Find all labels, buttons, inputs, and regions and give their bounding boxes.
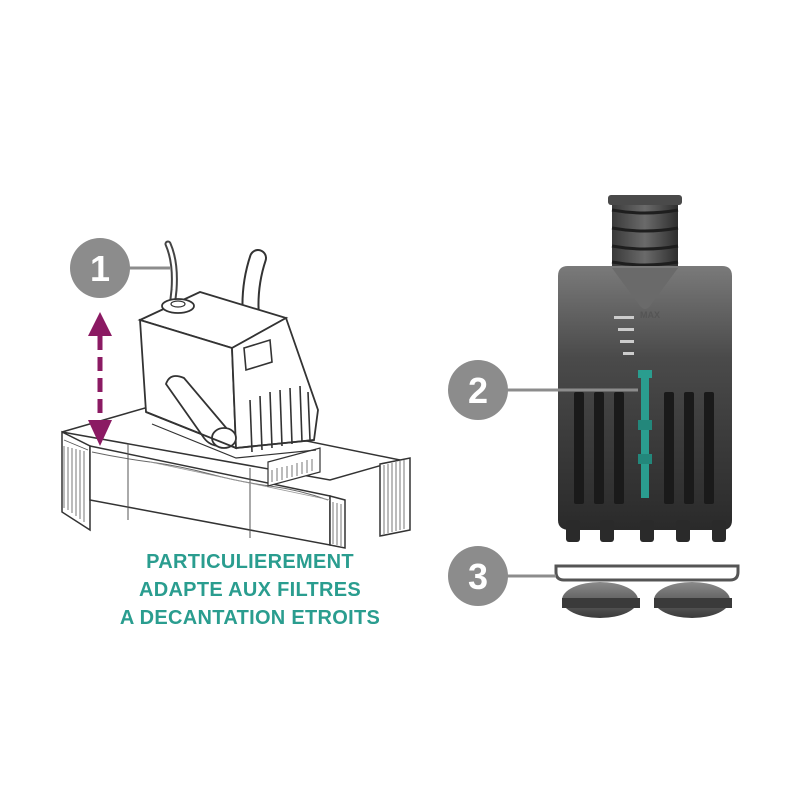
tank-illustration (61, 407, 411, 549)
outlet-nozzle (608, 195, 682, 273)
callout-number-3: 3 (468, 556, 488, 597)
pump-illustration-side (137, 240, 319, 459)
callout-2: 2 (448, 360, 638, 420)
callout-3: 3 (448, 546, 556, 606)
callout-number-1: 1 (90, 248, 110, 289)
caption-line-2: ADAPTE AUX FILTRES (138, 579, 362, 601)
numbered-circle-icon (70, 238, 130, 298)
level-scale (614, 316, 634, 355)
max-label: MAX (640, 310, 660, 320)
pump-illustration-front: MAX (558, 195, 732, 542)
feature-caption: PARTICULIEREMENT ADAPTE AUX FILTRES A DE… (40, 548, 460, 632)
callout-number-2: 2 (468, 370, 488, 411)
caption-line-3: A DECANTATION ETROITS (119, 607, 381, 629)
suction-cup-bracket (554, 564, 740, 618)
level-indicator (638, 370, 652, 498)
numbered-circle-icon (448, 360, 508, 420)
numbered-circle-icon (448, 546, 508, 606)
intake-grille (574, 392, 714, 504)
callout-1: 1 (70, 238, 170, 298)
caption-line-1: PARTICULIEREMENT (146, 551, 354, 573)
double-arrow-icon (88, 312, 112, 446)
